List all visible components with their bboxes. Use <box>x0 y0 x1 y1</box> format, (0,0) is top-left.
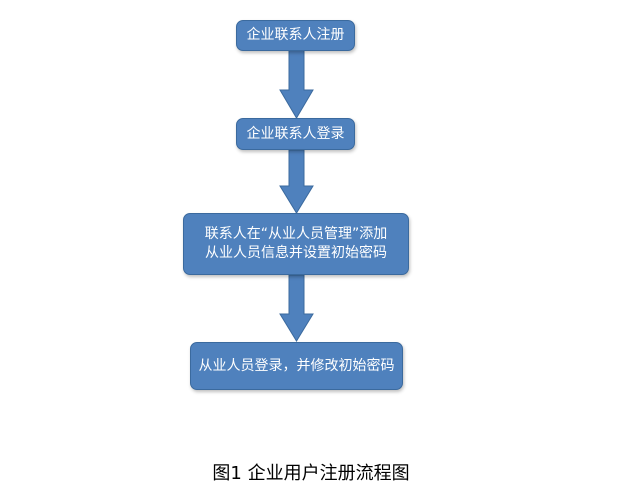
step-label-line2: 从业人员信息并设置初始密码 <box>205 245 387 261</box>
figure-caption: 图1 企业用户注册流程图 <box>212 463 410 484</box>
step-label-line1: 联系人在“从业人员管理”添加 <box>204 226 388 242</box>
step-label: 企业联系人登录 <box>246 125 345 142</box>
arrow-1-to-2 <box>279 49 314 119</box>
step-label: 企业联系人注册 <box>246 27 345 43</box>
step-add-staff-info: 联系人在“从业人员管理”添加 从业人员信息并设置初始密码 <box>183 213 409 275</box>
step-staff-login-change-password: 从业人员登录，并修改初始密码 <box>190 342 403 390</box>
step-enterprise-contact-login: 企业联系人登录 <box>236 118 355 150</box>
arrow-2-to-3 <box>279 149 314 214</box>
arrow-3-to-4 <box>279 274 314 342</box>
step-label: 从业人员登录，并修改初始密码 <box>198 357 395 374</box>
step-enterprise-contact-register: 企业联系人注册 <box>236 20 355 51</box>
